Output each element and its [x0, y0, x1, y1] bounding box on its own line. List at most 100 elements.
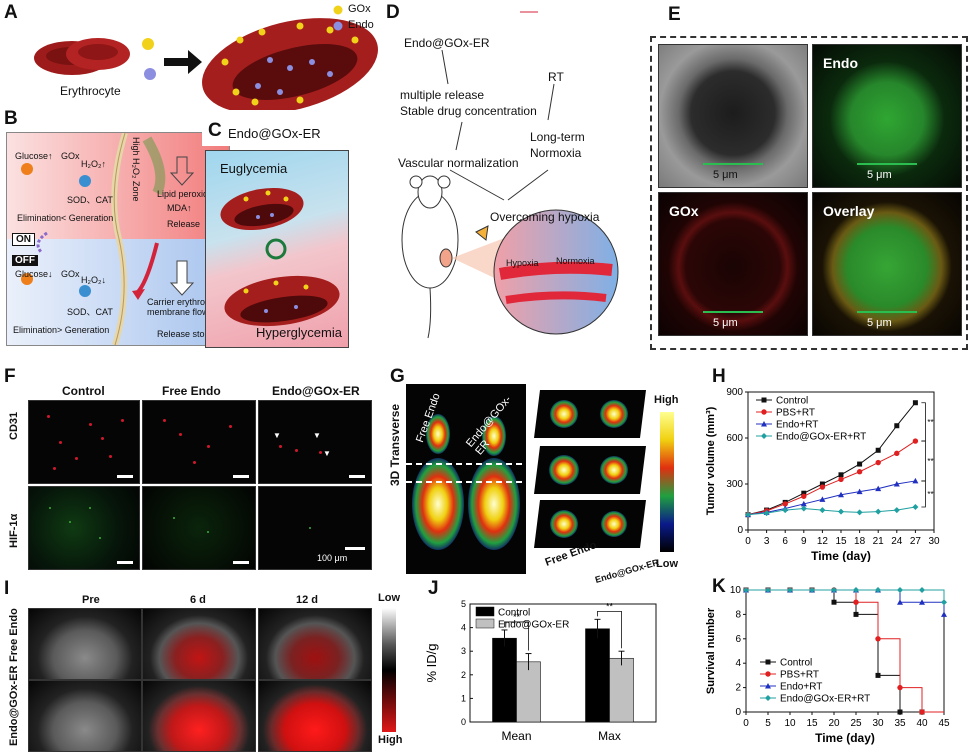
- data-point: [831, 587, 837, 593]
- data-point: [782, 507, 789, 514]
- data-point: [857, 461, 863, 467]
- series-line: [747, 506, 916, 516]
- y-tick-label: 900: [726, 387, 743, 398]
- gox-molecule: [142, 38, 154, 50]
- data-point: [875, 587, 881, 593]
- overlay-image: Overlay 5 μm: [812, 192, 962, 336]
- i-row-free-endo: Free Endo: [8, 608, 20, 662]
- i-col-pre: Pre: [82, 594, 100, 606]
- data-point: [809, 587, 815, 593]
- data-point: [782, 501, 788, 507]
- legend-label: Endo@GOx-ER+RT: [780, 694, 870, 705]
- arrowhead-icon: ▼: [313, 431, 321, 440]
- x-axis-title: Time (day): [815, 731, 875, 745]
- data-point: [897, 599, 903, 605]
- gox-fluorescence-image: GOx 5 μm: [658, 192, 808, 336]
- data-point: [745, 511, 751, 518]
- glucose-down: Glucose↓: [15, 269, 53, 279]
- f-hif-control: [28, 486, 140, 570]
- f-cd31-endo-gox-er: ▼ ▼ ▼: [258, 400, 372, 484]
- data-point: [853, 587, 859, 593]
- series-line: [747, 402, 916, 516]
- data-point: [897, 587, 903, 593]
- legend-swatch: [475, 618, 495, 629]
- sod-cat-off: SOD、CAT: [67, 307, 113, 317]
- data-point: [919, 709, 925, 715]
- series-line: [747, 440, 916, 516]
- data-point: [912, 504, 919, 510]
- survival-step-line: [746, 589, 944, 713]
- data-point: [801, 493, 807, 499]
- data-point: [941, 599, 947, 606]
- data-point: [897, 709, 903, 715]
- data-point: [875, 485, 882, 492]
- data-point: [912, 438, 919, 444]
- i-free-pre: [28, 608, 142, 680]
- f-col-endo-gox-er: Endo@GOx-ER: [272, 384, 360, 398]
- membrane-drawing: [21, 133, 195, 345]
- hyperglycemia-label: Hyperglycemia: [256, 325, 342, 340]
- data-point: [838, 476, 844, 483]
- i-col-6d: 6 d: [190, 594, 206, 606]
- off-badge: OFF: [12, 255, 38, 266]
- y-tick-label: 0: [735, 707, 741, 718]
- y-tick-label: 1: [461, 693, 466, 703]
- panel-c-header: [202, 120, 345, 146]
- gox-label-off: GOx: [61, 269, 80, 279]
- legend-gox-label: GOx: [348, 3, 371, 15]
- panel-label-k: K: [712, 576, 726, 597]
- data-point: [875, 672, 881, 678]
- data-point: [838, 491, 844, 498]
- x-tick-label: 21: [873, 536, 885, 547]
- data-point: [765, 587, 771, 593]
- d-rt: RT: [548, 70, 564, 84]
- g-body-scan: [406, 414, 526, 550]
- x-tick-label: 9: [801, 536, 807, 547]
- carrier-membrane: Carrier erythrocyte membrane flow↑: [147, 297, 222, 317]
- legend-label: Endo+RT: [780, 682, 822, 693]
- d-longterm: Long-term: [530, 130, 585, 144]
- f-hif-free-endo: [142, 486, 256, 570]
- d-overcoming: Overcoming hypoxia: [490, 210, 600, 224]
- scale-bar: [703, 311, 763, 313]
- legend-marker: [765, 671, 771, 677]
- data-point: [853, 611, 859, 617]
- y-tick-label: 0: [737, 525, 743, 536]
- bar: [609, 657, 634, 723]
- data-point: [897, 684, 903, 691]
- endo-fluorescence-image: Endo 5 μm: [812, 44, 962, 188]
- d-stable: Stable drug concentration: [400, 104, 537, 118]
- bar: [516, 661, 541, 723]
- survival-step-line: [746, 589, 945, 603]
- i-col-12d: 12 d: [296, 594, 319, 606]
- endo-channel-label: Endo: [823, 55, 858, 71]
- panel-label-e: E: [668, 4, 681, 25]
- legend-label: Endo@GOx-ER: [498, 620, 569, 631]
- x-tick-label: 5: [765, 718, 771, 729]
- panel-label-b: B: [4, 108, 18, 129]
- data-point: [787, 587, 793, 593]
- data-point: [819, 481, 825, 487]
- panel-label-d: D: [386, 2, 400, 23]
- data-point: [838, 472, 844, 478]
- g-body-image: Free Endo Endo@GOx-ER: [406, 384, 526, 574]
- data-point: [875, 508, 882, 515]
- data-point: [800, 500, 807, 507]
- i-endo-6d: [142, 680, 256, 752]
- i-low-label: Low: [378, 592, 400, 604]
- panel-label-c: C: [208, 120, 222, 141]
- data-point: [919, 599, 925, 605]
- data-point: [875, 636, 881, 642]
- lipid-peroxidation: Lipid peroxidation: [157, 189, 228, 199]
- g-low-label: Low: [656, 558, 678, 570]
- d-normoxia-zoom: Normoxia: [556, 256, 595, 266]
- x-tick-label: 0: [745, 536, 751, 547]
- y-tick-label: 10: [730, 585, 742, 596]
- legend-endo-label: Endo: [348, 19, 374, 31]
- y-tick-label: 8: [735, 609, 741, 620]
- x-tick-label: 6: [782, 536, 788, 547]
- i-colorbar: [382, 608, 396, 732]
- erythrocyte-label: Erythrocyte: [60, 84, 121, 98]
- gox-channel-label: GOx: [669, 203, 699, 219]
- i-free-12d: [258, 608, 372, 680]
